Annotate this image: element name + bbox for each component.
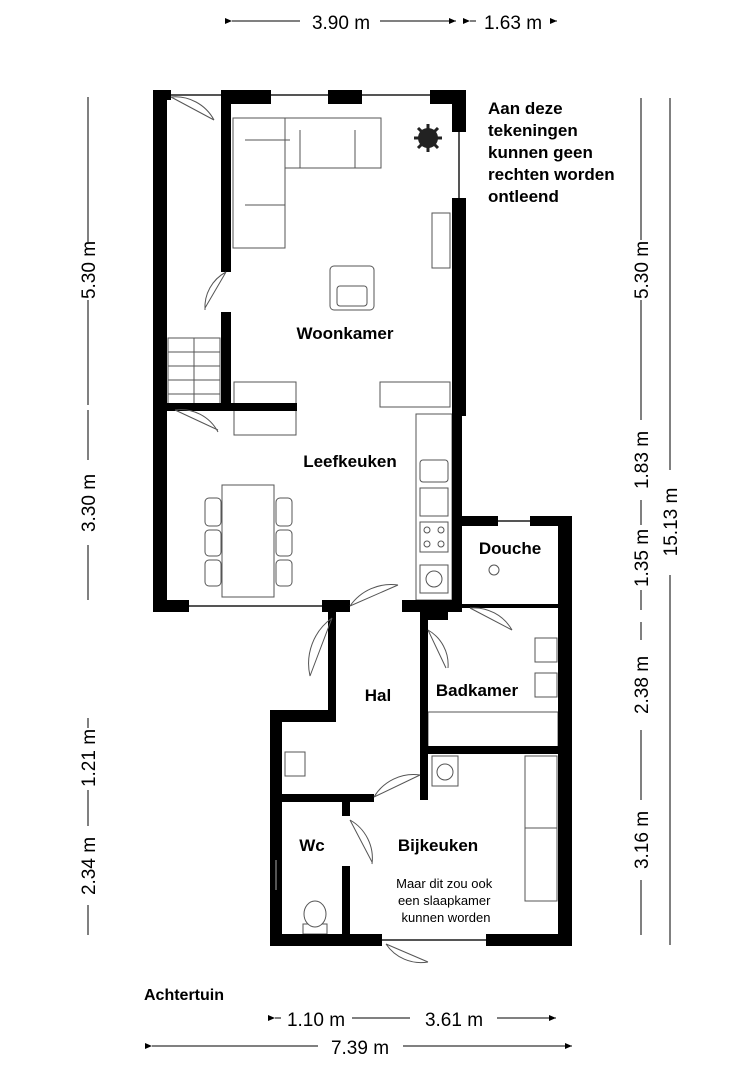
room-label-douche: Douche (479, 539, 541, 558)
washing-machine (431, 755, 459, 787)
dimension-lines (87, 18, 671, 1049)
shower-drain (488, 564, 500, 576)
dim-top-left: 3.90 m (312, 13, 370, 34)
dining-table (221, 484, 275, 598)
sink-1 (534, 637, 558, 663)
dim-bottom-total: 7.39 m (331, 1038, 389, 1059)
kitchen-sink (419, 459, 449, 483)
room-label-woonkamer: Woonkamer (297, 324, 394, 343)
tv-cabinet (431, 212, 451, 269)
dim-left-low1: 1.21 m (79, 729, 100, 787)
room-label-wc: Wc (299, 836, 325, 855)
room-label-leefkeuken: Leefkeuken (303, 452, 397, 471)
dim-left-low2: 2.34 m (79, 837, 100, 895)
toilet-icon (302, 900, 328, 935)
dim-bottom-right: 3.61 m (425, 1010, 483, 1031)
walls (153, 90, 572, 946)
dim-right-b: 1.35 m (632, 529, 653, 587)
sink-2 (534, 672, 558, 698)
dim-left-upper: 5.30 m (79, 241, 100, 299)
dim-right-total: 15.13 m (661, 488, 682, 557)
dim-top-right: 1.63 m (484, 13, 542, 34)
room-label-badkamer: Badkamer (436, 681, 519, 700)
dim-right-d: 3.16 m (632, 811, 653, 869)
furniture (167, 117, 559, 935)
dim-left-mid: 3.30 m (79, 474, 100, 532)
hal-cabinet (284, 751, 306, 777)
dim-right-upper: 5.30 m (632, 241, 653, 299)
sideboard-right (379, 381, 451, 408)
fridge (419, 564, 449, 594)
disclaimer-text: Aan deze tekeningen kunnen geen rechten … (488, 99, 619, 206)
sofa-side (232, 117, 286, 249)
room-label-hal: Hal (365, 686, 391, 705)
doors (170, 96, 513, 964)
stove (419, 521, 449, 553)
room-label-bijkeuken: Bijkeuken (398, 836, 478, 855)
dim-right-a: 1.83 m (632, 431, 653, 489)
bath (427, 711, 559, 749)
sideboard-left (233, 381, 297, 408)
bijkeuken-note: Maar dit zou ook een slaapkamer kunnen w… (396, 876, 496, 925)
outside-label-achtertuin: Achtertuin (144, 987, 224, 1004)
dim-bottom-left: 1.10 m (287, 1010, 345, 1031)
plant-icon (414, 124, 442, 152)
staircase (167, 337, 221, 407)
dim-right-c: 2.38 m (632, 656, 653, 714)
